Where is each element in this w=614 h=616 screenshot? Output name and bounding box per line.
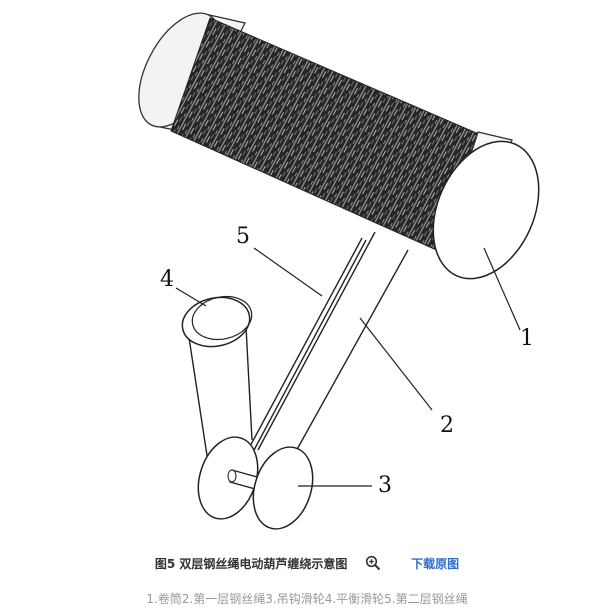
leader-2 <box>359 317 433 411</box>
winding-diagram: 1 2 3 4 5 <box>138 12 540 530</box>
rope-balance-left <box>185 317 209 463</box>
figure-legend: 1.卷筒2.第一层钢丝绳3.吊钩滑轮4.平衡滑轮5.第二层钢丝绳 <box>146 592 468 606</box>
callout-4: 4 <box>160 267 174 292</box>
callout-5: 5 <box>236 224 250 249</box>
rope-layer-two <box>247 237 367 453</box>
leader-5 <box>253 247 323 297</box>
hook-pulley-axle-end <box>227 469 237 483</box>
balance-pulley <box>181 295 253 348</box>
callout-3: 3 <box>378 473 392 498</box>
hook-pulley <box>197 436 314 530</box>
leader-4 <box>175 287 207 307</box>
figure-caption: 图5 双层钢丝绳电动葫芦缠绕示意图 下载原图 <box>0 552 614 576</box>
drum-right-face <box>432 140 540 280</box>
magnifier-plus-icon[interactable] <box>365 555 381 571</box>
caption-title: 图5 双层钢丝绳电动葫芦缠绕示意图 <box>154 557 348 571</box>
balance-pulley-inner <box>191 295 253 341</box>
leader-1 <box>483 247 521 331</box>
callout-2: 2 <box>440 413 454 438</box>
rope-layer-one <box>257 231 409 463</box>
download-original-link[interactable]: 下载原图 <box>411 557 460 571</box>
hook-pulley-right-disc <box>252 446 314 530</box>
callout-1: 1 <box>520 326 534 351</box>
drum <box>138 12 540 280</box>
diagram-canvas: 1 2 3 4 5 <box>138 12 540 530</box>
callout-numbers: 1 2 3 4 5 <box>160 224 534 498</box>
ropes <box>185 231 409 463</box>
callout-leaders <box>175 247 521 487</box>
